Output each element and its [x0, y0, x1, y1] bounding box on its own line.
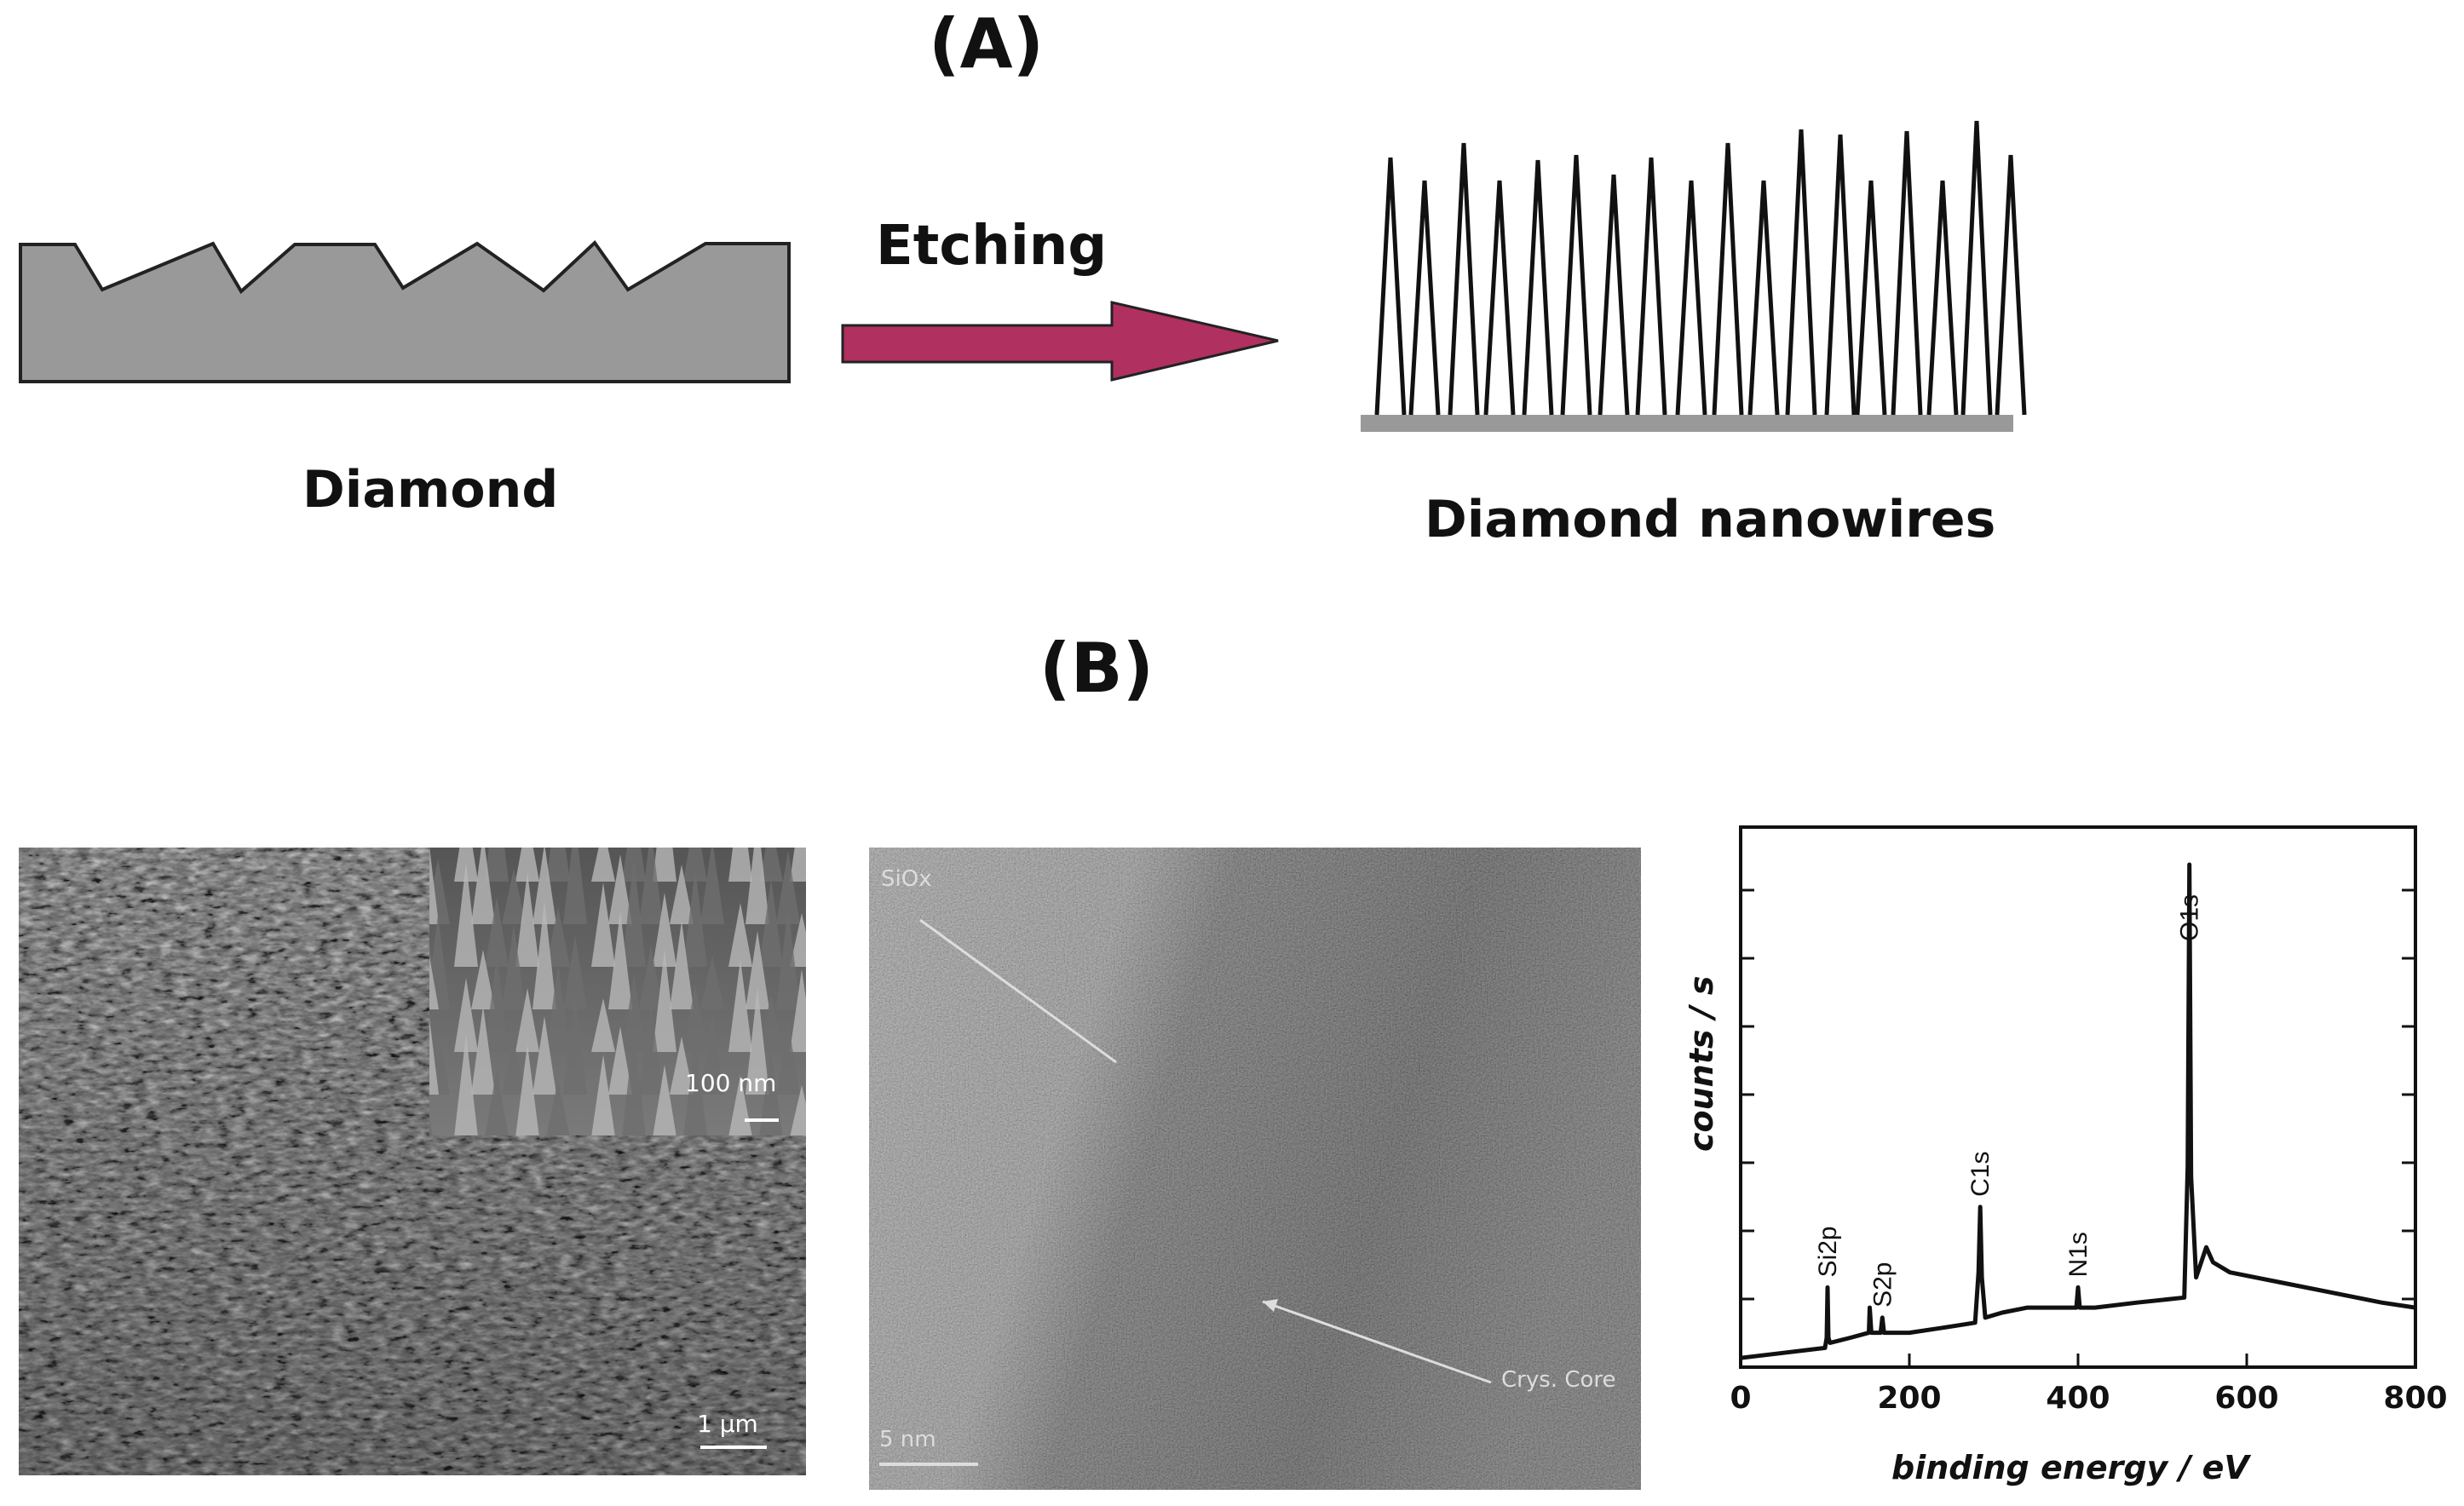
x-axis-title: binding energy / eV — [1891, 1449, 2251, 1486]
etching-arrow — [841, 301, 1279, 382]
x-tick-labels: 0 200 400 600 800 — [1730, 1381, 2447, 1416]
tem-pointer-top — [919, 918, 1117, 1064]
x-tick-label: 600 — [2214, 1381, 2278, 1416]
sem-image: 100 nm 1 µm — [19, 848, 806, 1475]
panel-a-label: (A) — [929, 4, 1045, 83]
peak-label: C1s — [1966, 1152, 1995, 1197]
y-ticks — [1741, 888, 2415, 1301]
nanowire — [1926, 180, 1959, 416]
nanowire — [1712, 142, 1744, 416]
sem-scale-label: 1 µm — [697, 1410, 758, 1438]
nanowire-substrate — [1361, 415, 2013, 432]
sem-inset: 100 nm — [429, 848, 806, 1135]
nanowire — [1448, 142, 1480, 416]
tem-label-siox: SiOx — [881, 866, 932, 892]
nanowire — [1522, 159, 1554, 416]
nanowire — [1598, 174, 1630, 416]
nanowire — [1408, 180, 1441, 416]
nanowire — [1824, 134, 1857, 416]
nanowire — [1483, 180, 1516, 416]
nanowires-caption: Diamond nanowires — [1425, 490, 1996, 549]
peak-label: O1s — [2176, 894, 2204, 941]
tem-label-core: Crys. Core — [1501, 1367, 1616, 1393]
x-ticks — [1739, 1354, 2417, 1367]
y-axis-title: counts / s — [1683, 976, 1720, 1152]
panel-b-label: (B) — [1039, 629, 1154, 708]
panel-a-diagram — [19, 120, 2027, 432]
nanowire — [1560, 154, 1592, 416]
nanowire — [1675, 180, 1707, 416]
nanowire — [1891, 130, 1923, 416]
x-tick-label: 800 — [2383, 1381, 2447, 1416]
peak-label: N1s — [2064, 1232, 2093, 1277]
etching-label: Etching — [876, 215, 1108, 278]
nanowire — [1374, 157, 1407, 416]
tem-scale-label: 5 nm — [879, 1427, 936, 1452]
tem-image: SiOx Crys. Core 5 nm — [869, 848, 1641, 1490]
tem-scale-bar — [879, 1463, 978, 1466]
x-tick-label: 0 — [1730, 1381, 1751, 1416]
nanowire — [1635, 157, 1667, 416]
x-tick-label: 400 — [2046, 1381, 2110, 1416]
nanowire — [1995, 154, 2027, 416]
nanowire — [1960, 120, 1993, 416]
spectrum-line — [1740, 862, 2416, 1360]
inset-scale-label: 100 nm — [685, 1069, 777, 1097]
x-tick-label: 200 — [1877, 1381, 1941, 1416]
peak-label: S2p — [1868, 1262, 1897, 1308]
nanowire — [1747, 180, 1780, 416]
nanowire — [1855, 180, 1887, 416]
diamond-caption: Diamond — [302, 460, 559, 520]
tem-pointer-bottom — [1262, 1300, 1492, 1384]
tem-texture — [869, 848, 1641, 1490]
inset-scale-bar — [745, 1118, 779, 1122]
diamond-block — [19, 239, 791, 383]
sem-inset-texture — [429, 848, 806, 1135]
peak-label: Si2p — [1814, 1226, 1842, 1277]
nanowires — [1374, 120, 2027, 416]
nanowire — [1785, 129, 1817, 416]
tem-pointer-arrowhead — [1263, 1299, 1278, 1312]
sem-scale-bar — [700, 1446, 767, 1449]
